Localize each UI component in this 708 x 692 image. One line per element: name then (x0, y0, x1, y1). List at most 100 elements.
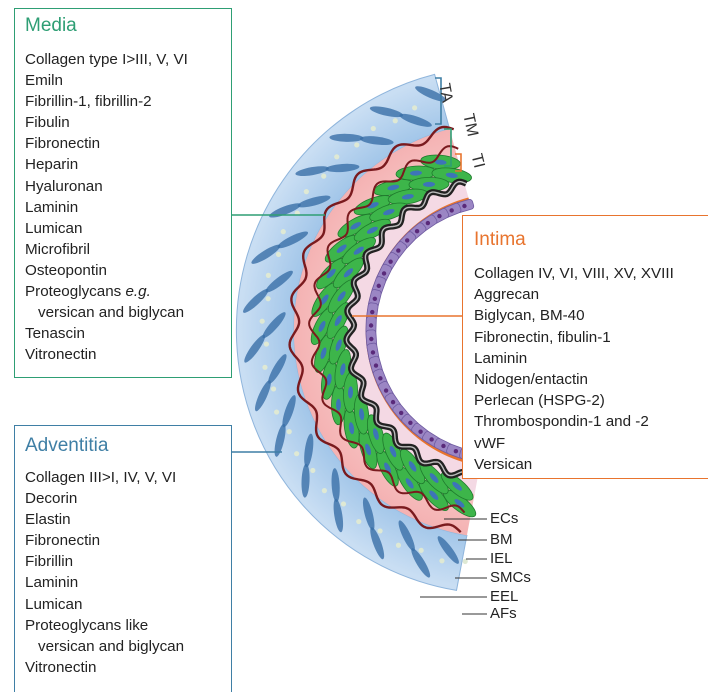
tm-bracket (444, 128, 452, 167)
ec-nucleus (405, 238, 410, 243)
fibroblast-dot (259, 318, 265, 324)
list-item: Elastin (25, 511, 71, 529)
list-item: Versican (474, 455, 533, 473)
smc-nucleus (452, 481, 463, 491)
ec-nucleus (396, 248, 401, 253)
fibroblast-dot (273, 409, 280, 415)
smooth-muscle-cells (310, 154, 477, 518)
fibroblast-dot (395, 542, 402, 548)
fibroblast-dot (334, 154, 340, 160)
smc-nucleus (434, 159, 447, 165)
fibroblast (262, 312, 286, 339)
smc-nucleus (384, 462, 392, 474)
proteo-eg: e.g. (125, 283, 151, 301)
fibroblast-dot (310, 467, 316, 474)
list-item: Decorin (25, 490, 78, 508)
fibroblast (398, 520, 415, 552)
media-list: Collagen type I>III, V, VI Emiln Fibrill… (25, 49, 231, 365)
fibroblast (437, 536, 459, 564)
list-item: Fibronectin, fibulin-1 (474, 328, 611, 346)
fibroblast-dot (280, 229, 286, 235)
list-item: Collagen III>I, IV, V, VI (25, 469, 177, 486)
list-item: Laminin (25, 198, 79, 216)
list-item: Hyaluronan (25, 177, 103, 195)
list-item: Laminin (25, 574, 79, 592)
fibroblast-dot (412, 105, 418, 111)
iel-label: IEL (490, 550, 513, 567)
list-item: vWF (474, 434, 506, 452)
list-item: Fibrillin (25, 553, 74, 571)
ec-nucleus (408, 420, 413, 425)
list-item: Fibulin (25, 114, 70, 132)
smc-nucleus (348, 386, 354, 399)
list-item: versican and biglycan (25, 302, 231, 323)
smc-nucleus (409, 170, 422, 176)
media-title: Media (25, 15, 77, 36)
ta-bracket (435, 77, 442, 125)
smc-nucleus (387, 184, 400, 191)
ec-nucleus (372, 296, 378, 301)
adventitial-fibroblasts (243, 86, 468, 578)
list-item: Lumican (25, 595, 83, 613)
ec-nucleus (373, 363, 379, 368)
fibroblast-dot (263, 341, 270, 347)
ti-bracket (455, 153, 462, 172)
smc-nucleus (334, 315, 342, 326)
external-elastic-lamina (288, 125, 462, 534)
list-item: Biglycan, BM-40 (474, 307, 585, 325)
fibroblast (304, 433, 314, 468)
fibroblast-dot (321, 173, 327, 179)
smc-nucleus (454, 499, 465, 508)
fibroblast-dot (270, 386, 277, 392)
fibroblast-dot (275, 251, 282, 258)
ec-nucleus (418, 429, 423, 434)
fibroblast (297, 195, 331, 208)
ec-nucleus (381, 271, 387, 276)
ec-nucleus (441, 443, 446, 449)
ec-nucleus (383, 388, 389, 393)
adventitia-list: Collagen III>I, IV, V, VI Decorin Elasti… (25, 467, 231, 678)
fibroblast-dot (377, 528, 383, 534)
smc-nucleus (405, 478, 414, 489)
smc-nucleus (336, 244, 347, 253)
list-item: Collagen type I>III, V, VI (25, 51, 188, 68)
proteo-cont: versican and biglycan (38, 304, 185, 322)
ec-nucleus (449, 208, 454, 213)
fibroblast-dot (303, 189, 309, 195)
smc-nucleus (335, 398, 341, 411)
smc-nucleus (389, 446, 397, 458)
eel-label: EEL (490, 588, 519, 605)
ec-nucleus (462, 203, 467, 209)
fibroblast (370, 527, 385, 560)
smc-nucleus (366, 226, 378, 234)
fibroblast (274, 423, 286, 457)
adventitia-title: Adventitia (25, 435, 109, 456)
fibroblast-dot (321, 488, 327, 494)
ec-nucleus (370, 350, 376, 355)
fibroblast-dot (262, 364, 268, 370)
fibroblast (369, 106, 404, 118)
fibroblast (325, 163, 360, 173)
list-item: Vitronectin (25, 346, 97, 364)
list-item: Heparin (25, 156, 79, 174)
fibroblast (329, 133, 364, 142)
afs-label: AFs (490, 605, 517, 622)
ec-nucleus (390, 399, 396, 405)
fibroblast (411, 548, 431, 578)
ec-nucleus (437, 213, 442, 219)
intima-panel: Intima Collagen IV, VI, VIII, XV, XVIII … (462, 215, 708, 479)
fibroblast-dot (462, 558, 468, 565)
fibroblast (277, 231, 309, 249)
fibroblast-dot (439, 558, 445, 564)
fibroblast (359, 136, 394, 146)
list-item: Perlecan (HSPG-2) (474, 392, 605, 410)
list-item: versican and biglycan (25, 636, 231, 657)
smc-nucleus (320, 294, 329, 305)
list-item: Osteopontin (25, 261, 107, 279)
fibroblast-dot (265, 272, 271, 278)
fibroblast (244, 334, 266, 363)
list-item: Nidogen/entactin (474, 371, 588, 389)
list-item: Fibronectin (25, 135, 101, 153)
fibroblast-dot (370, 125, 376, 132)
smc-nucleus (408, 461, 417, 472)
